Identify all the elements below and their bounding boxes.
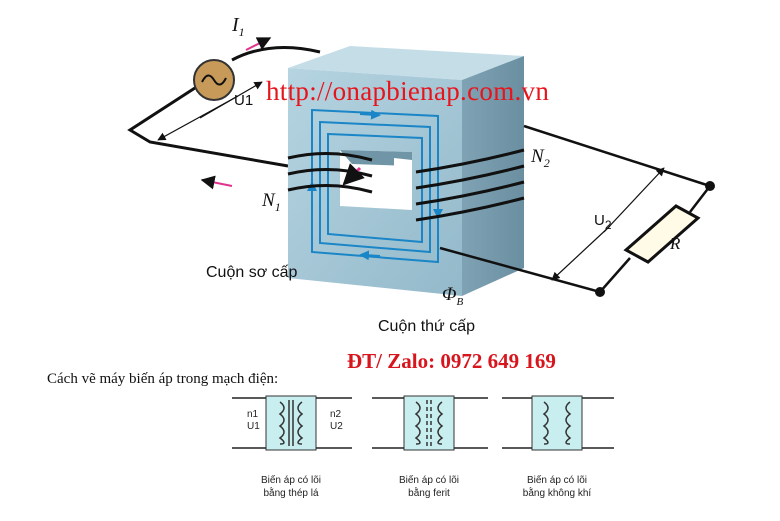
current-arrow-top xyxy=(245,37,272,51)
current-arrow-left xyxy=(200,175,233,190)
u2-label: U2 xyxy=(594,212,612,232)
primary-current-arrow xyxy=(342,163,365,186)
flux-loop-outer xyxy=(311,108,439,264)
flux-loop-inner xyxy=(327,132,423,244)
symbol-air-core xyxy=(502,395,614,451)
secondary-wire-right xyxy=(689,185,711,213)
website-watermark: http://onapbienap.com.vn xyxy=(266,76,550,106)
core-front xyxy=(288,68,462,296)
flux-arrow-1 xyxy=(359,109,381,120)
n2-label: N2 xyxy=(531,146,550,170)
u2-arrow-back xyxy=(603,167,665,233)
core-top xyxy=(288,46,524,80)
primary-wire-left xyxy=(127,84,289,168)
primary-wire-top xyxy=(231,46,321,62)
symbol-ferrite-core xyxy=(372,395,488,451)
symbol-steel-core xyxy=(232,395,352,451)
current-label: I1 xyxy=(232,14,245,39)
ac-source-wave-icon xyxy=(201,74,227,86)
n1-label: N1 xyxy=(262,190,281,214)
u2-arrow xyxy=(551,225,611,281)
secondary-wire-top xyxy=(523,124,711,188)
flux-label: ΦB xyxy=(442,284,464,308)
secondary-coil-label: Cuộn thứ cấp xyxy=(378,318,475,335)
primary-coil-label: Cuộn sơ cấp xyxy=(206,264,298,281)
core-window-hole xyxy=(394,158,412,184)
u1-label: U1 xyxy=(234,92,254,109)
core-side xyxy=(462,56,524,296)
u1-arrow-back xyxy=(199,81,263,119)
terminal-bottom xyxy=(595,287,605,297)
resistor-label: R xyxy=(670,234,681,253)
terminal-top xyxy=(705,181,715,191)
flux-loop-mid xyxy=(319,120,431,254)
phone-watermark: ĐT/ Zalo: 0972 649 169 xyxy=(347,349,556,373)
resistor xyxy=(623,204,701,264)
symbols-intro: Cách vẽ máy biến áp trong mạch điện: xyxy=(47,371,279,387)
secondary-coil xyxy=(415,148,525,222)
flux-arrow-3 xyxy=(359,250,381,261)
